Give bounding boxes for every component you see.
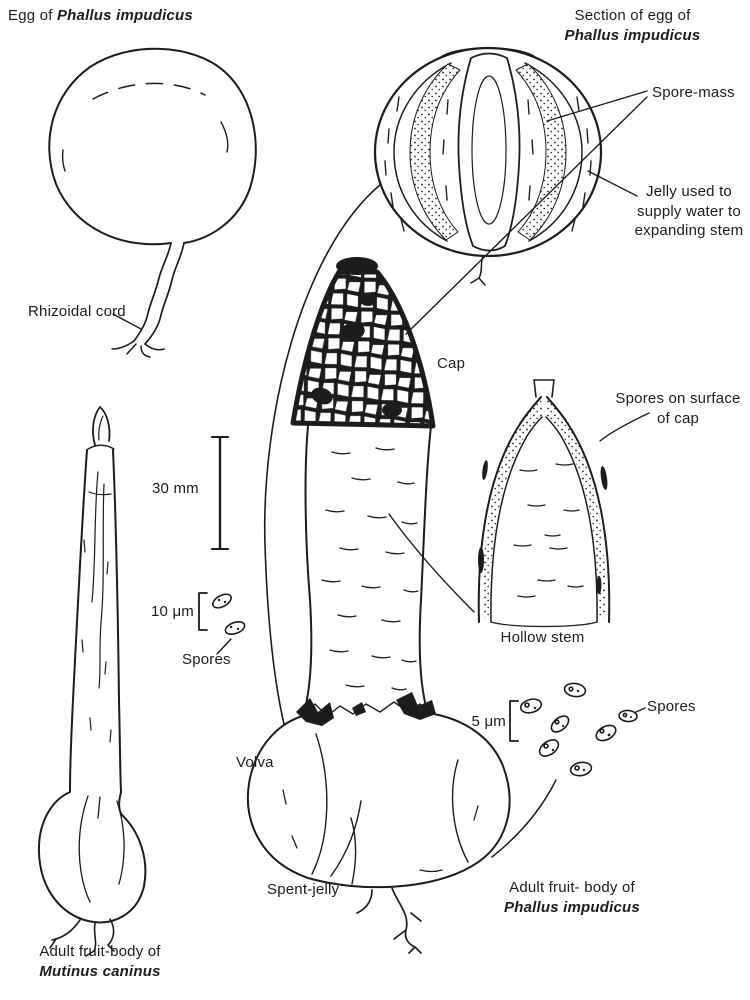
label-spore-mass: Spore-mass bbox=[652, 84, 735, 101]
mutinus-volva bbox=[37, 791, 147, 924]
bell-texture-dashes bbox=[513, 463, 584, 598]
title-egg: Egg of Phallus impudicus bbox=[8, 6, 193, 26]
label-cap: Cap bbox=[437, 355, 466, 372]
caption-mutinus: Adult fruit-body of Mutinus caninus bbox=[39, 943, 161, 980]
cap-reticulum bbox=[290, 269, 436, 429]
mutinus-figure bbox=[37, 406, 147, 957]
egg-section-figure bbox=[373, 46, 603, 286]
label-spent-jelly: Spent-jelly bbox=[267, 881, 340, 898]
mutinus-tip bbox=[92, 406, 111, 446]
adult-phallus-figure bbox=[246, 257, 511, 954]
label-hollow-stem: Hollow stem bbox=[500, 629, 585, 646]
caption-phallus: Adult fruit- body of Phallus impudicus bbox=[504, 879, 640, 916]
mutinus-roots bbox=[49, 918, 115, 957]
stem-fill bbox=[303, 426, 431, 716]
egg-outline bbox=[48, 47, 257, 246]
spores-left-leader bbox=[216, 638, 232, 655]
bell-spore-band-left bbox=[481, 399, 543, 618]
jelly-layer-left bbox=[393, 62, 452, 242]
scale-bracket-10um bbox=[198, 592, 208, 631]
spores-to-volva-curve bbox=[491, 779, 557, 858]
label-scale-30mm: 30 mm bbox=[152, 480, 199, 497]
spores-phallus-group bbox=[491, 682, 646, 858]
spores-surface-leader bbox=[599, 412, 650, 442]
volva-sac bbox=[246, 712, 511, 889]
scale-bar-30mm bbox=[211, 435, 229, 551]
bell-inner-right bbox=[545, 416, 598, 623]
hollow-stem-figure bbox=[477, 379, 611, 628]
bell-spore-band-right bbox=[545, 399, 607, 618]
title-egg-prefix: Egg of bbox=[8, 7, 53, 24]
spores-mutinus-group bbox=[198, 592, 246, 655]
spent-jelly-leader bbox=[330, 800, 362, 877]
label-scale-10um: 10 μm bbox=[151, 603, 194, 620]
label-volva: Volva bbox=[236, 754, 274, 771]
spores-right-leader bbox=[635, 707, 646, 713]
title-section: Section of egg of Phallus impudicus bbox=[535, 6, 730, 45]
rhizoidal-cord-leader bbox=[112, 313, 142, 330]
leader-lines bbox=[330, 90, 650, 877]
spore-ovals-left bbox=[212, 593, 246, 635]
title-section-line1: Section of egg of bbox=[574, 7, 691, 24]
spore-mass-band-right bbox=[515, 63, 567, 241]
title-egg-species: Phallus impudicus bbox=[56, 7, 193, 24]
label-spores-right: Spores bbox=[647, 698, 696, 715]
cap bbox=[290, 257, 436, 429]
jelly-leader bbox=[587, 170, 638, 197]
label-rhizoidal-cord: Rhizoidal cord bbox=[28, 303, 126, 320]
rhizoid-hairs bbox=[111, 340, 165, 358]
egg-figure bbox=[48, 47, 257, 358]
bell-outer-right bbox=[546, 396, 611, 623]
central-stem-column bbox=[457, 52, 521, 252]
volva-roots bbox=[356, 887, 422, 954]
label-spores-surface: Spores on surface of cap bbox=[615, 390, 741, 427]
stem-texture-dashes bbox=[321, 447, 419, 691]
label-scale-5um: 5 μm bbox=[471, 713, 506, 730]
section-basal-cord bbox=[470, 255, 486, 286]
jelly-layer-right bbox=[524, 62, 583, 242]
title-section-species: Phallus impudicus bbox=[564, 26, 701, 44]
stem-right-edge bbox=[418, 425, 432, 715]
scale-bracket-5um bbox=[509, 700, 519, 742]
label-spores-left: Spores bbox=[182, 651, 231, 668]
bell-inner-left bbox=[490, 416, 543, 623]
mutinus-stem-left bbox=[69, 449, 88, 793]
mutinus-stem-right bbox=[112, 449, 122, 793]
hollow-stem-leader bbox=[388, 513, 475, 613]
stem-left-edge bbox=[302, 425, 313, 717]
cap-apex-collar bbox=[336, 257, 378, 275]
spore-ovals-right bbox=[519, 682, 638, 777]
spore-mass-leader-short bbox=[546, 90, 648, 122]
section-hatch-dashes bbox=[384, 96, 592, 232]
spore-mass-leader-to-cap bbox=[405, 96, 648, 335]
spore-mass-band-left bbox=[409, 63, 461, 241]
label-jelly: Jelly used to supply water to expanding … bbox=[634, 183, 744, 239]
spent-jelly-blotch-left bbox=[296, 698, 334, 726]
